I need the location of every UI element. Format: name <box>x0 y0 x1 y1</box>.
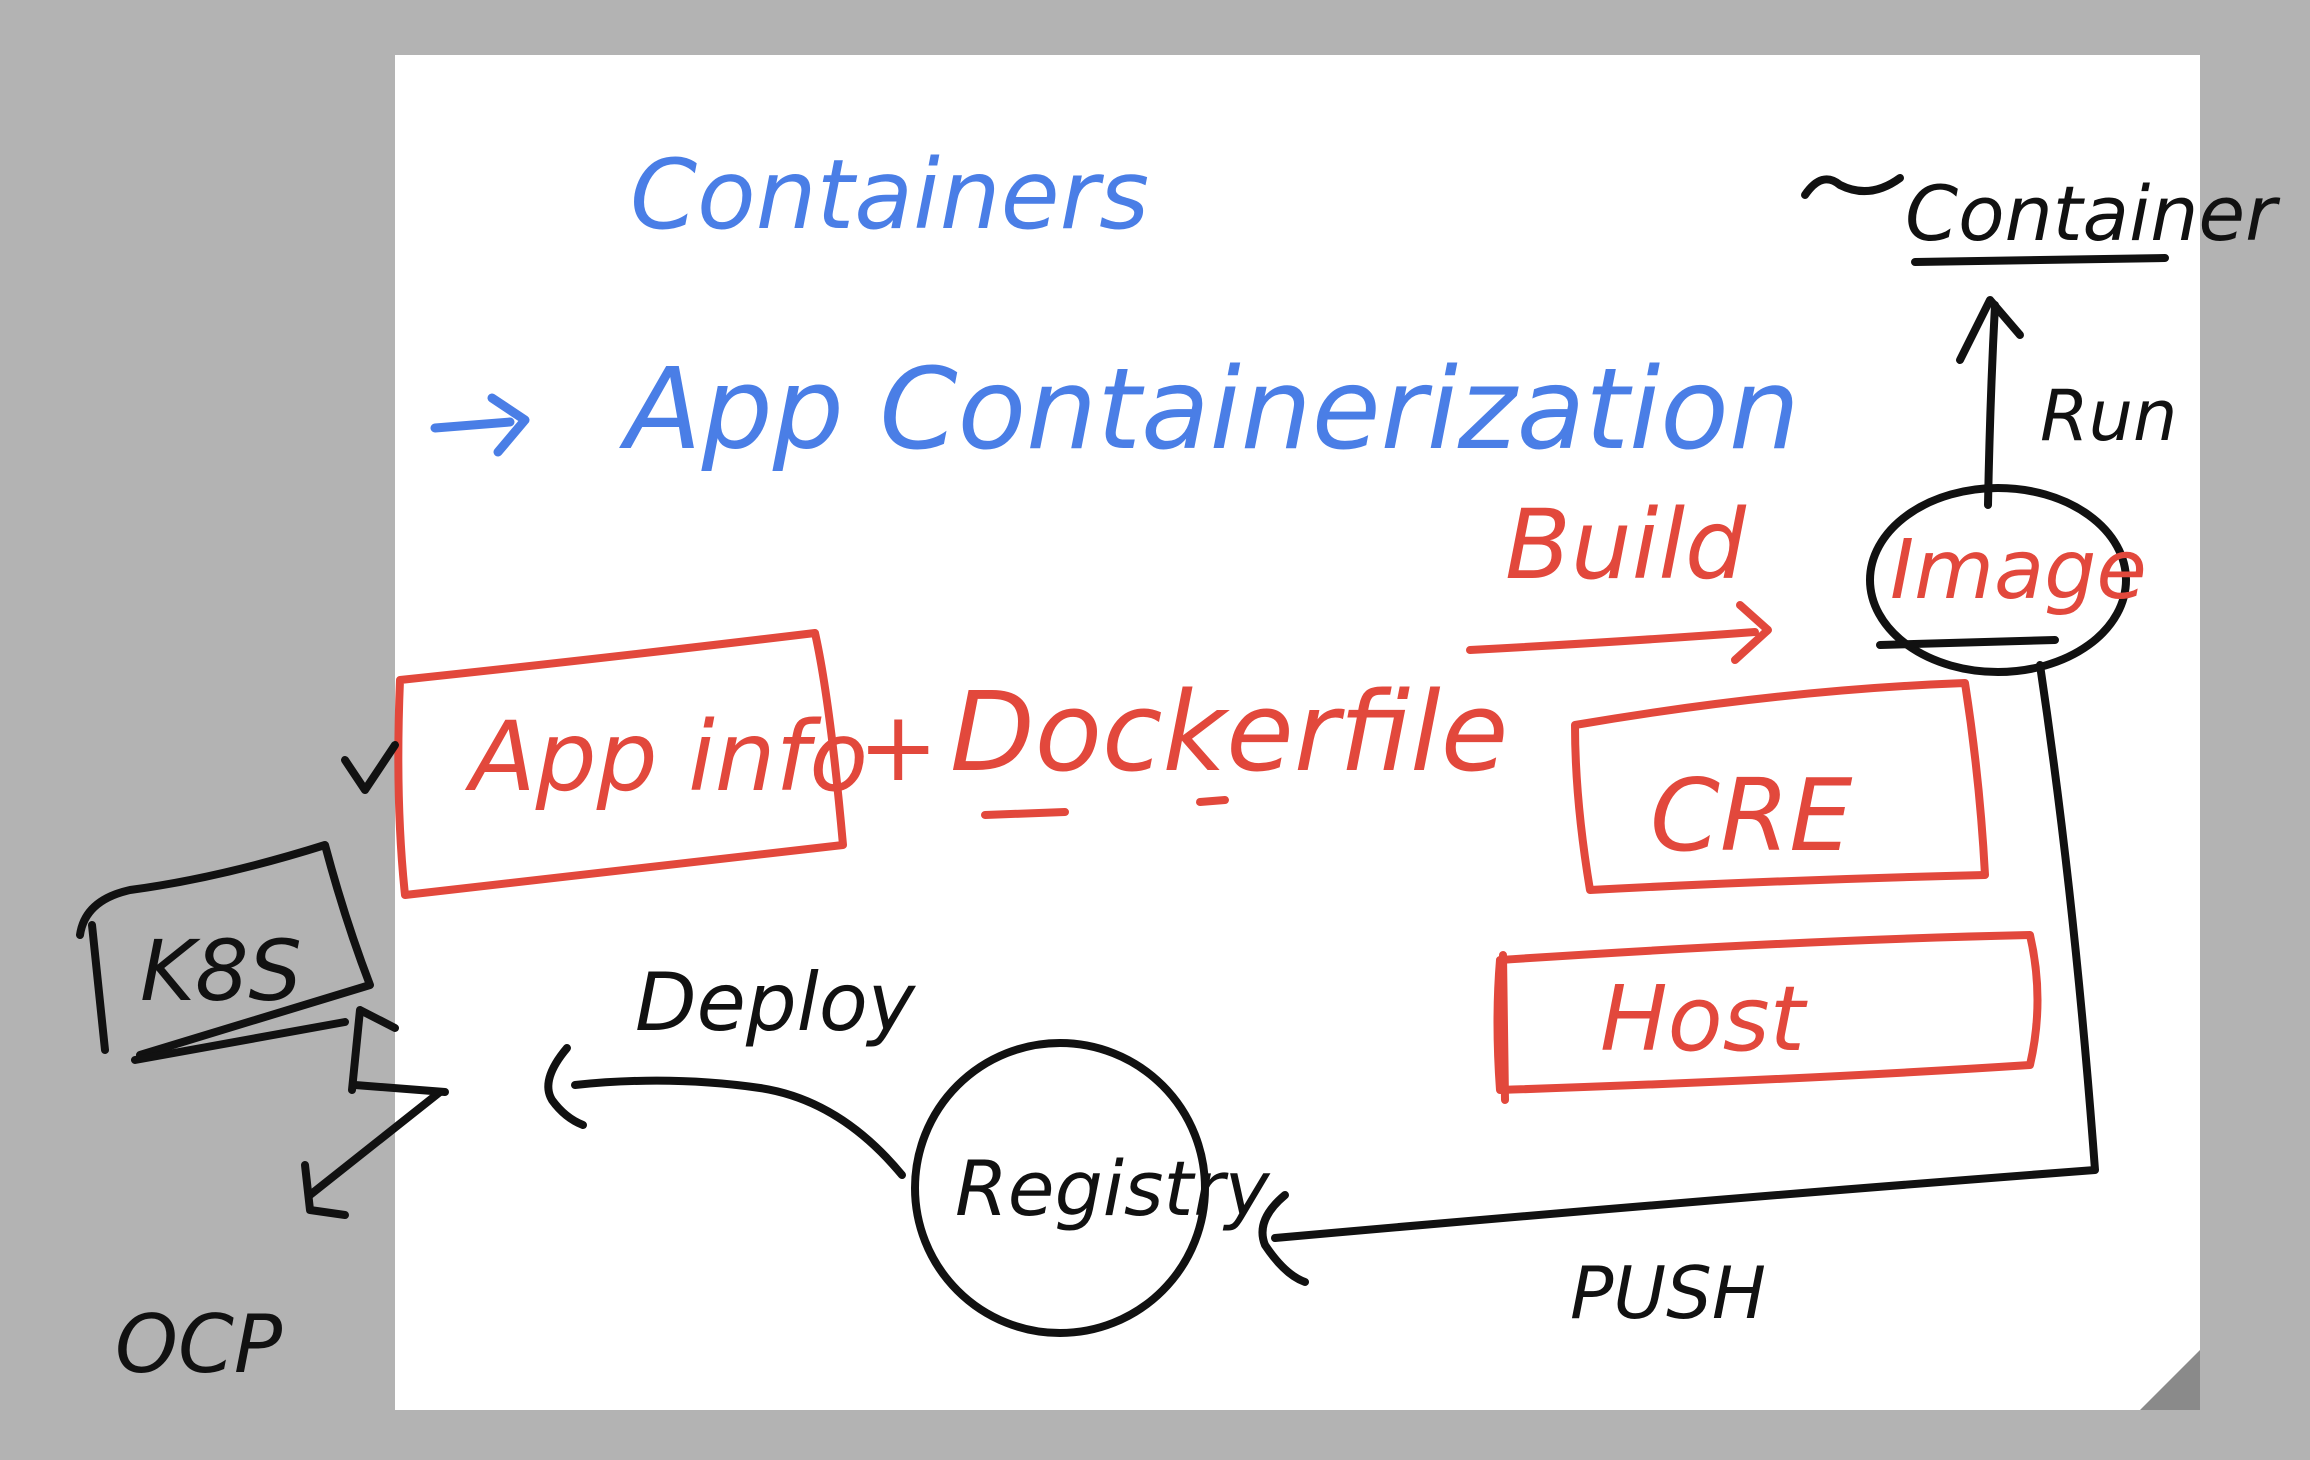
registry-label: Registry <box>955 1144 1271 1233</box>
dockerfile-label: Dockerfile <box>950 668 1508 796</box>
dockerfile-underline <box>981 808 1069 819</box>
build-arrow <box>1466 628 1759 654</box>
app-info-box <box>394 629 847 899</box>
plus-sign: + <box>858 691 938 803</box>
k8s-label: K8S <box>140 922 302 1020</box>
arrow-icon <box>430 393 530 457</box>
checkmark-icon <box>341 741 399 794</box>
ocp-arrow-head <box>301 1161 349 1219</box>
host-box-left-edge <box>1499 951 1509 1104</box>
cre-label: CRE <box>1650 757 1853 874</box>
k8s-underline <box>131 1018 349 1064</box>
k8s-box <box>76 841 374 1059</box>
k8s-box-left-edge <box>88 921 109 1054</box>
push-arrow-head <box>1258 1191 1309 1286</box>
dockerfile-underline-small <box>1196 796 1229 806</box>
deploy-label: Deploy <box>635 956 917 1049</box>
subtitle-app-containerization: App Containerization <box>619 345 1800 475</box>
title-containers: Containers <box>630 139 1149 251</box>
image-label: Image <box>1890 523 2147 618</box>
build-label: Build <box>1505 489 1747 601</box>
app-info-label: App info <box>464 701 868 813</box>
run-label: Run <box>2040 375 2177 457</box>
deploy-arrow-head <box>544 1044 587 1129</box>
run-arrow <box>1984 301 1999 509</box>
run-arrow-head <box>1956 296 2024 364</box>
k8s-arrow-head <box>348 1006 399 1094</box>
cre-box <box>1571 679 1989 894</box>
page-curl-icon <box>2140 1350 2200 1410</box>
container-tilde <box>1801 174 1904 199</box>
host-label: Host <box>1600 967 1809 1072</box>
ocp-label: OCP <box>115 1298 283 1391</box>
image-node <box>1866 484 2130 676</box>
push-line <box>1271 661 2099 1242</box>
build-arrow-head <box>1731 601 1772 664</box>
registry-node <box>911 1039 1209 1337</box>
host-box <box>1493 931 2042 1094</box>
deploy-line <box>571 1076 906 1179</box>
k8s-ocp-arrow <box>306 1088 444 1199</box>
container-underline <box>1911 254 2169 266</box>
image-underline <box>1876 636 2059 649</box>
push-label: PUSH <box>1570 1251 1766 1335</box>
k8s-ocp-arrow-bar <box>351 1081 449 1096</box>
container-label: Container <box>1905 169 2281 258</box>
